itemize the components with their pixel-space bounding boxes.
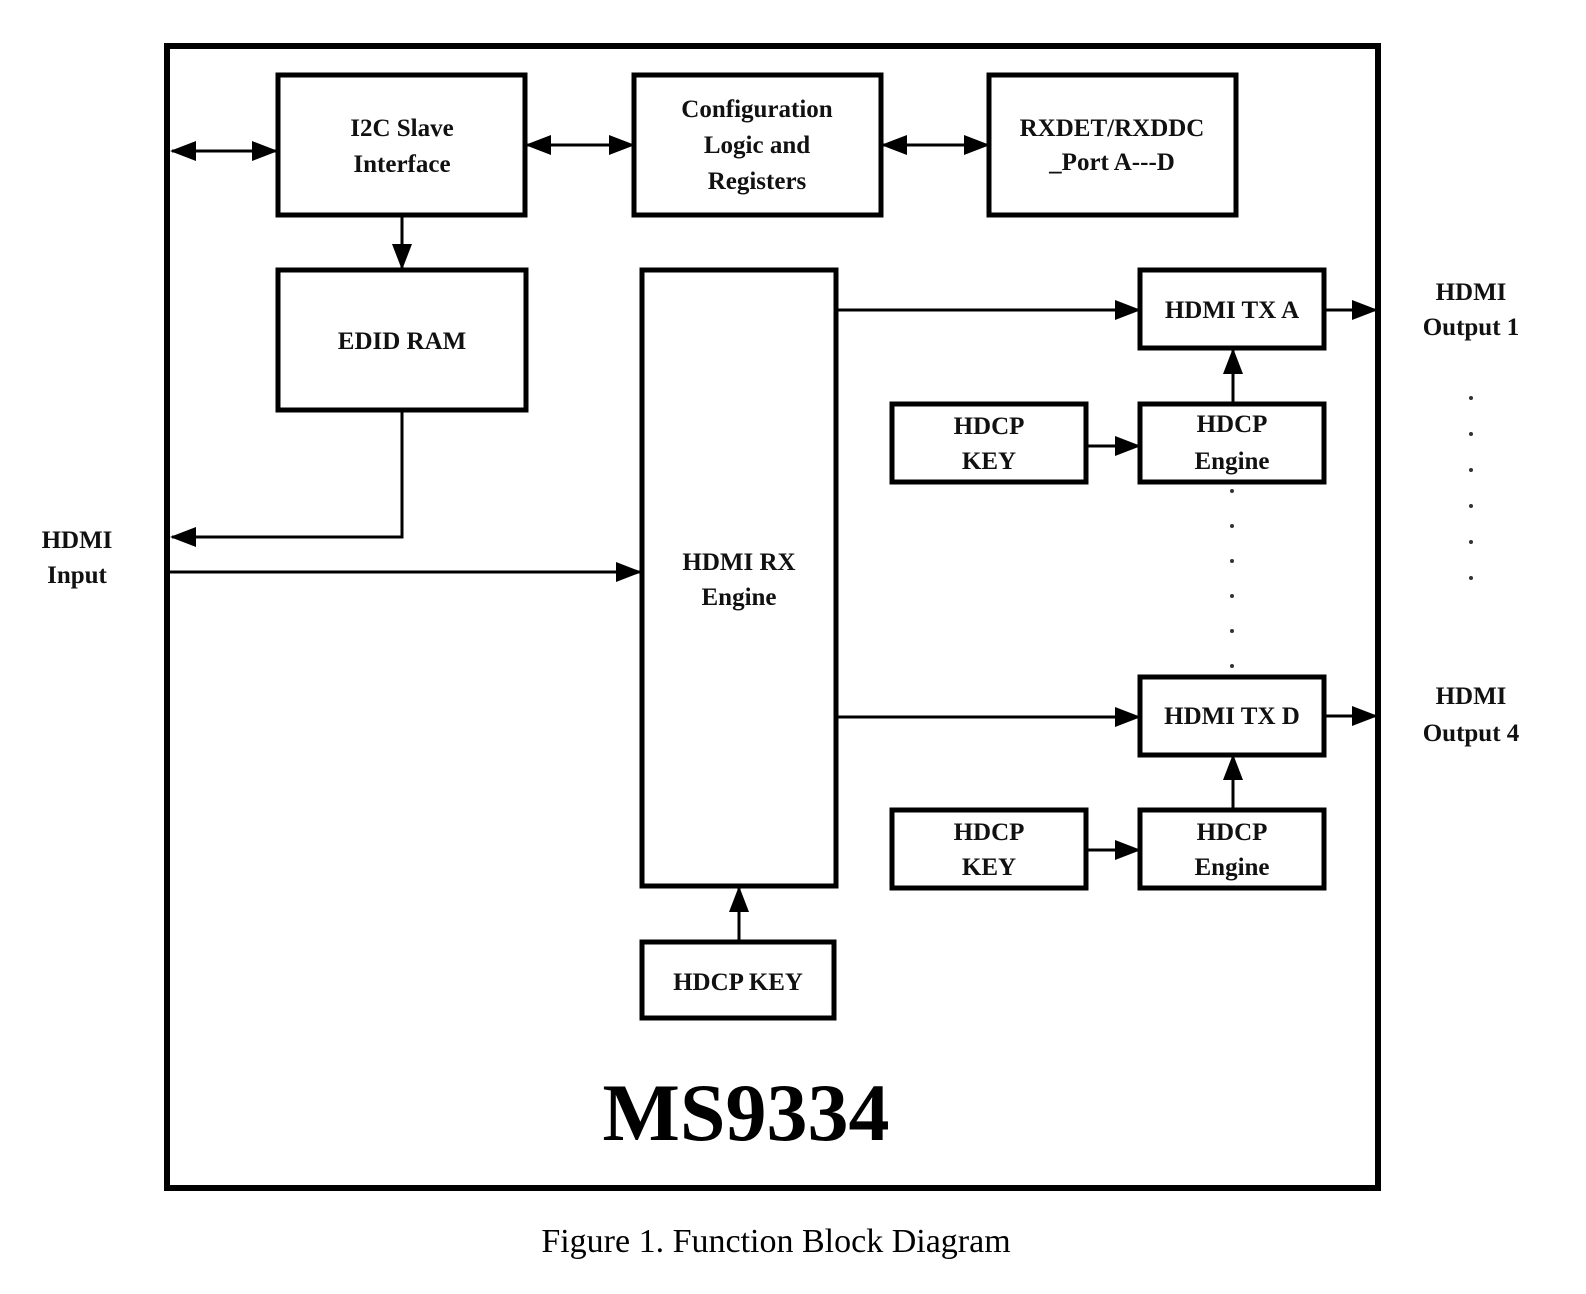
hdcp-engine-2-label-line-1: HDCP: [1197, 819, 1268, 846]
hdmi-output-4-line-1: HDMI: [1436, 683, 1507, 710]
rxdet-label-line-2: _Port A---D: [1048, 149, 1175, 176]
hdcp-key-1-label-line-1: HDCP: [954, 413, 1025, 440]
edid-label: EDID RAM: [338, 328, 466, 355]
hdcp-key-2-label-line-1: HDCP: [954, 819, 1025, 846]
hdcp-engine-2-block: HDCP Engine: [1137, 807, 1327, 891]
hdcp-key-1-block: HDCP KEY: [889, 401, 1089, 485]
hdmi-tx-a-block: HDMI TX A: [1137, 267, 1327, 351]
hdcp-key-rx-block: HDCP KEY: [639, 939, 837, 1021]
hdcp-engine-1-label-line-2: Engine: [1194, 448, 1269, 475]
tx-a-label: HDMI TX A: [1165, 297, 1299, 324]
config-label-line-3: Registers: [708, 168, 807, 195]
chip-outline: [164, 43, 1381, 1191]
hdmi-output-1-label: HDMI Output 1: [1423, 279, 1520, 341]
i2c-label-line-1: I2C Slave: [350, 115, 453, 142]
i2c-label-line-2: Interface: [353, 151, 450, 178]
config-label-line-1: Configuration: [681, 96, 833, 123]
hdmi-input-label: HDMI Input: [42, 527, 113, 589]
arrow-edid-input: [170, 412, 404, 547]
hdcp-key-2-block: HDCP KEY: [889, 807, 1089, 891]
hdcp-key-1-label-line-2: KEY: [962, 448, 1016, 475]
hdcp-key-2-label-line-2: KEY: [962, 854, 1016, 881]
tx-d-label: HDMI TX D: [1164, 703, 1300, 730]
hdmi-output-4-line-2: Output 4: [1423, 720, 1520, 747]
rxdet-rxddc-block: RXDET/RXDDC _Port A---D: [986, 72, 1239, 218]
hdmi-rx-engine-block: HDMI RX Engine: [639, 267, 839, 889]
hdmi-output-4-label: HDMI Output 4: [1423, 683, 1520, 747]
i2c-slave-interface-block: I2C Slave Interface: [275, 72, 528, 218]
rxdet-label-line-1: RXDET/RXDDC: [1020, 115, 1205, 142]
edid-ram-block: EDID RAM: [275, 267, 529, 413]
hdcp-engine-1-label-line-1: HDCP: [1197, 411, 1268, 438]
chip-name: MS9334: [603, 1067, 890, 1158]
hdmi-output-1-line-1: HDMI: [1436, 279, 1507, 306]
hdcp-engine-2-label-line-2: Engine: [1194, 854, 1269, 881]
hdmi-tx-d-block: HDMI TX D: [1137, 674, 1327, 758]
hdcp-key-rx-label: HDCP KEY: [673, 969, 803, 996]
vertical-ellipsis-outputs: [1469, 396, 1473, 580]
connections: [170, 135, 1378, 942]
figure-caption: Figure 1. Function Block Diagram: [541, 1223, 1010, 1260]
rx-engine-label-line-2: Engine: [701, 584, 776, 611]
hdmi-input-line-2: Input: [47, 562, 107, 589]
hdmi-output-1-line-2: Output 1: [1423, 314, 1520, 341]
rx-engine-label-line-1: HDMI RX: [682, 549, 795, 576]
config-label-line-2: Logic and: [704, 132, 810, 159]
vertical-ellipsis-engines: [1230, 489, 1234, 668]
hdcp-engine-1-block: HDCP Engine: [1137, 401, 1327, 485]
configuration-logic-block: Configuration Logic and Registers: [631, 72, 884, 218]
hdmi-input-line-1: HDMI: [42, 527, 113, 554]
